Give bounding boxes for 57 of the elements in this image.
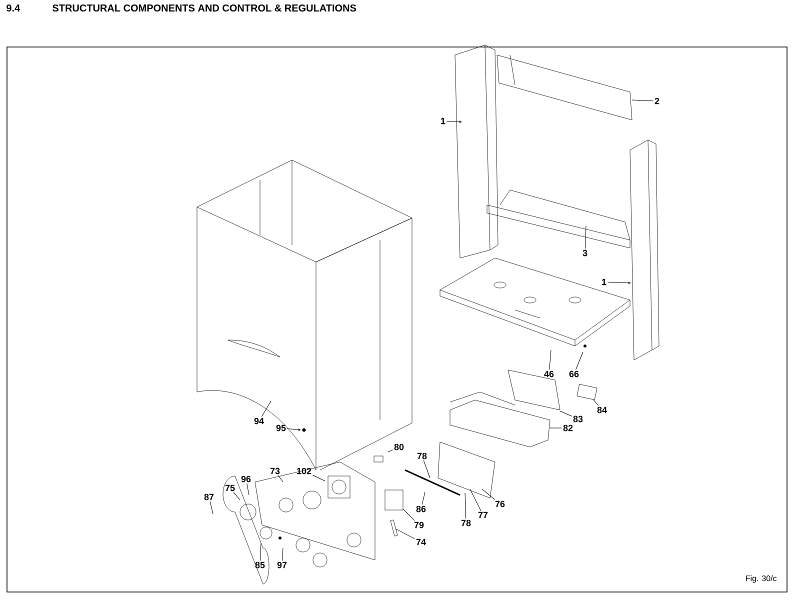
leader-line: [632, 100, 654, 102]
leader-line: [402, 508, 415, 521]
leader-line: [286, 428, 301, 431]
callout-number: 80: [394, 444, 404, 450]
leader-line: [446, 120, 462, 123]
leader-line: [482, 488, 495, 500]
callout-number: 1: [441, 118, 446, 124]
leader-line: [593, 399, 599, 406]
callout-number: 94: [254, 418, 264, 424]
leader-line: [278, 475, 284, 482]
leader-line: [423, 460, 430, 478]
callout-number: 66: [569, 370, 579, 378]
callout-number: 74: [416, 538, 426, 546]
callout-number: 78: [461, 520, 471, 526]
callout-number: 97: [277, 562, 287, 568]
callout-number: 84: [597, 406, 607, 414]
leader-line: [560, 410, 572, 416]
callout-number: 2: [654, 98, 660, 104]
section-number: 9.4: [6, 4, 20, 12]
leader-line: [261, 400, 272, 417]
callout-number: 3: [582, 250, 588, 256]
leader-line: [210, 501, 214, 514]
leader-line: [312, 474, 326, 482]
callout-number: 102: [297, 468, 312, 474]
callout-number: 85: [255, 562, 265, 568]
callout-number: 73: [270, 468, 280, 474]
callout-number: 95: [276, 424, 286, 432]
title: STRUCTURAL COMPONENTS AND CONTROL & REGULATIONS: [52, 4, 356, 12]
callout-number: 96: [241, 476, 251, 482]
leader-line: [470, 488, 482, 511]
callout-number: 83: [573, 416, 583, 422]
leader-line: [422, 492, 426, 505]
leader-line: [549, 350, 552, 370]
callout-number: 87: [204, 494, 214, 500]
clip: [390, 520, 398, 536]
callout-number: 77: [478, 512, 488, 518]
figure-caption: Fig. 30/c: [746, 575, 777, 583]
leader-line: [246, 483, 250, 496]
leader-line: [607, 282, 631, 284]
callout-number: 75: [225, 484, 235, 492]
leader-line: [388, 450, 394, 452]
callout-number: 46: [544, 370, 554, 378]
part: [384, 490, 404, 510]
part: [576, 384, 598, 400]
leader-line: [233, 492, 240, 500]
leader-line: [282, 548, 284, 561]
leader-line: [464, 492, 466, 519]
leader-line: [260, 542, 262, 561]
callout-number: 1: [602, 278, 606, 286]
callout-number: 78: [417, 452, 427, 460]
callout-number: 82: [563, 424, 573, 432]
leader-line: [584, 226, 586, 249]
callout-number: 76: [495, 500, 505, 508]
callout-number: 79: [414, 522, 424, 528]
leader-line: [576, 352, 584, 370]
leader-line: [396, 528, 416, 540]
callout-number: 86: [416, 506, 426, 512]
